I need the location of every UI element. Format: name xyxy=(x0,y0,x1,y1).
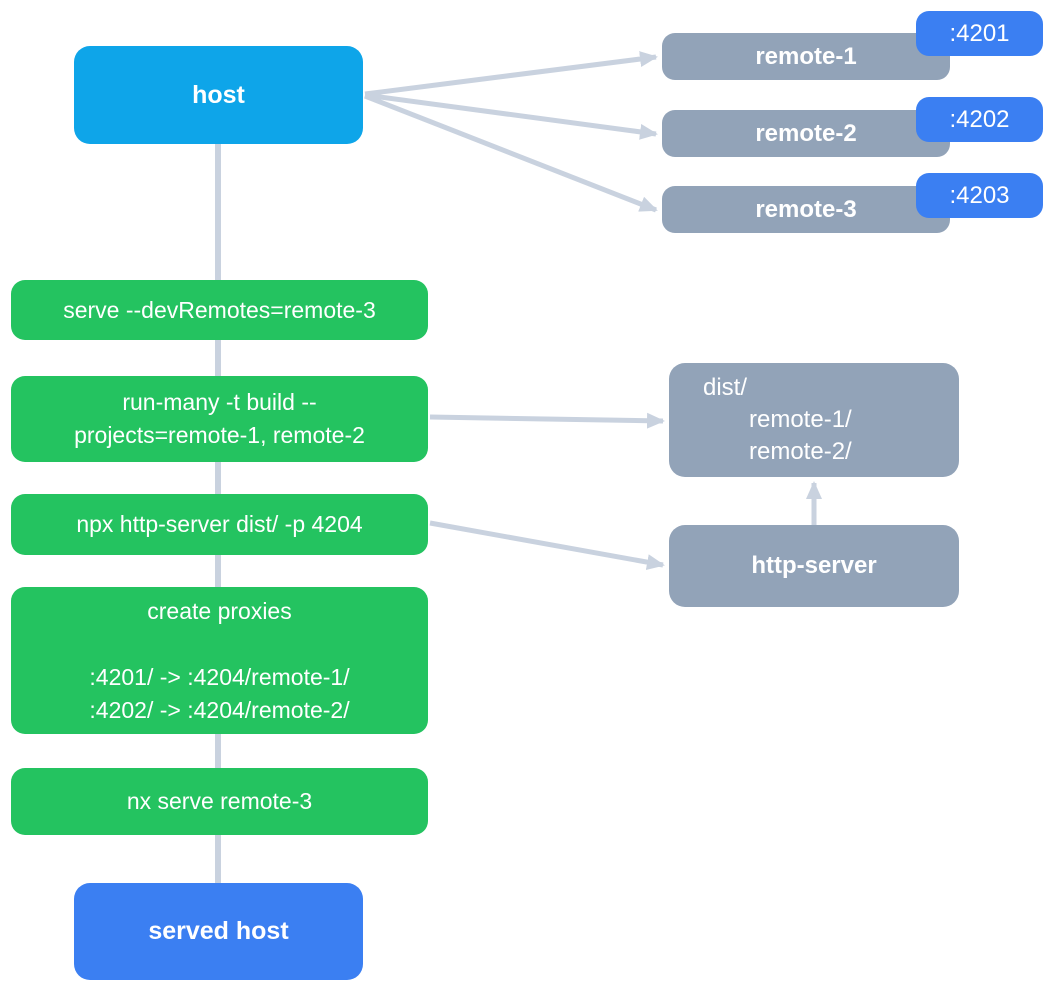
dist-folder-remote-1: remote-1/ xyxy=(749,406,852,433)
step-nx-serve-remote-3-text: nx serve remote-3 xyxy=(126,788,313,814)
remote-2-node: remote-2 xyxy=(662,110,950,157)
step-create-proxies: create proxies :4201/ -> :4204/remote-1/… xyxy=(11,587,428,734)
step-npx-http-server-text: npx http-server dist/ -p 4204 xyxy=(76,511,363,537)
step-serve-dev-remotes: serve --devRemotes=remote-3 xyxy=(11,280,428,340)
step-run-many-line-2: projects=remote-1, remote-2 xyxy=(74,422,365,448)
remote-2-label: remote-2 xyxy=(755,119,857,147)
dist-folder-remote-2: remote-2/ xyxy=(749,438,852,465)
port-badge-4203: :4203 xyxy=(916,173,1043,218)
dist-folder-root: dist/ xyxy=(703,374,748,401)
port-badge-4202: :4202 xyxy=(916,97,1043,142)
arrow-host-to-remote-3 xyxy=(364,93,658,213)
http-server-node: http-server xyxy=(669,525,959,607)
port-4202-label: :4202 xyxy=(949,105,1010,133)
arrow-host-to-remote-2 xyxy=(364,92,658,140)
arrow-host-to-remote-1 xyxy=(364,51,658,97)
served-host-node: served host xyxy=(74,883,363,980)
step-nx-serve-remote-3: nx serve remote-3 xyxy=(11,768,428,835)
port-4203-label: :4203 xyxy=(949,181,1010,209)
step-npx-http-server: npx http-server dist/ -p 4204 xyxy=(11,494,428,555)
step-create-proxies-title: create proxies xyxy=(147,597,292,624)
arrow-run-many-to-dist xyxy=(429,412,665,429)
arrow-npx-to-http-server xyxy=(429,520,665,571)
step-run-many-build: run-many -t build -- projects=remote-1, … xyxy=(11,376,428,462)
step-run-many-line-1: run-many -t build -- xyxy=(122,389,317,415)
proxy-mapping-2: :4202/ -> :4204/remote-2/ xyxy=(89,696,350,723)
port-4201-label: :4201 xyxy=(949,19,1010,47)
remote-1-label: remote-1 xyxy=(755,42,857,70)
remote-3-label: remote-3 xyxy=(755,195,857,223)
host-node: host xyxy=(74,46,363,144)
remote-1-node: remote-1 xyxy=(662,33,950,80)
port-badge-4201: :4201 xyxy=(916,11,1043,56)
dist-folder-node: dist/ remote-1/ remote-2/ xyxy=(669,363,959,477)
host-label: host xyxy=(192,80,245,109)
served-host-label: served host xyxy=(148,917,289,945)
proxy-mapping-1: :4201/ -> :4204/remote-1/ xyxy=(89,663,350,690)
remote-3-node: remote-3 xyxy=(662,186,950,233)
step-serve-dev-remotes-text: serve --devRemotes=remote-3 xyxy=(63,296,376,323)
http-server-label: http-server xyxy=(751,552,877,579)
